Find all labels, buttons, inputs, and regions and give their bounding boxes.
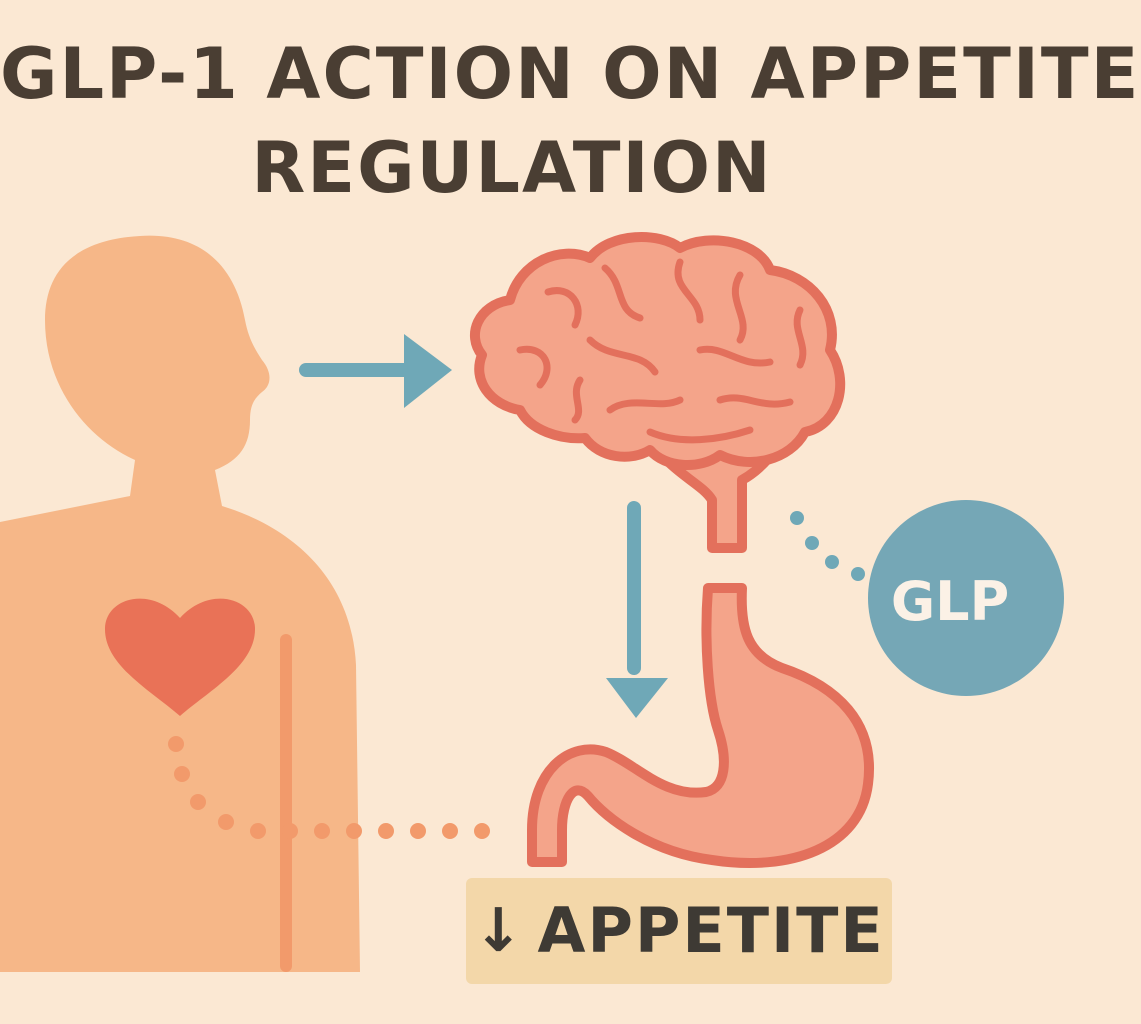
glp-label: GLP [891, 570, 1009, 633]
stomach-icon [527, 583, 874, 868]
arrow-right [299, 334, 452, 408]
heart-icon [104, 598, 256, 716]
appetite-label: APPETITE [537, 894, 885, 967]
arrow-down [606, 501, 668, 718]
human-silhouette [0, 235, 360, 972]
human-body [0, 235, 360, 972]
appetite-result-box: ↓ APPETITE [466, 878, 892, 984]
down-arrow-icon: ↓ [473, 896, 524, 966]
dotted-path-brain-to-glp [790, 511, 865, 581]
diagram-page: GLP-1 ACTION ON APPETITE REGULATION [0, 33, 1141, 984]
diagram-scene: GLP [0, 232, 1064, 972]
brain-icon [469, 232, 846, 553]
title-line-1: GLP-1 ACTION ON APPETITE [0, 33, 1141, 115]
glp-bubble: GLP [868, 500, 1064, 696]
dotted-path-heart-to-stomach [168, 736, 490, 839]
title-line-2: REGULATION [251, 127, 773, 209]
